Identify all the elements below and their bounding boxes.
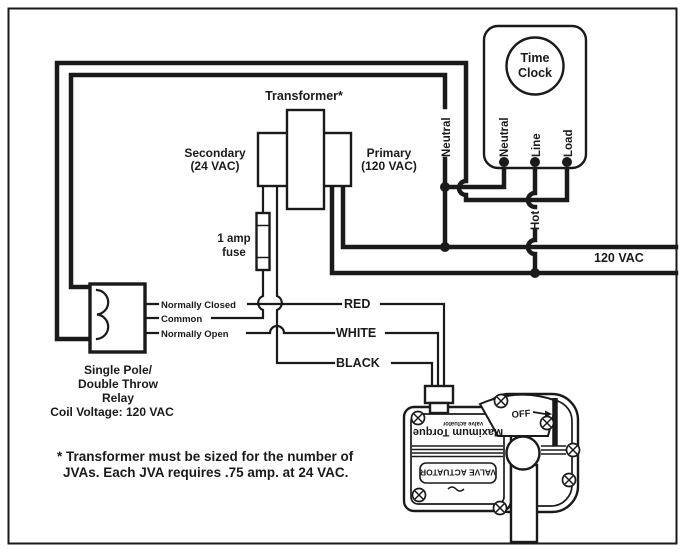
time-clock [482,24,588,170]
fuse-label-line2: fuse [222,247,246,259]
relay-coil-symbol [95,288,110,341]
wire-neutral-to-relay-coil [68,72,448,290]
relay-caption-line3: Relay [102,391,134,405]
terminal-neutral-dot [499,157,509,167]
secondary-label-line1: Secondary [184,146,246,160]
fuse-body [255,211,271,272]
actuator-off-label: OFF [511,408,531,421]
actuator-connector [423,384,455,405]
screw-icon [565,442,581,458]
terminal-line-dot [530,157,540,167]
fuse-caps [256,224,270,259]
time-clock-face [505,36,565,96]
valve-pipe [509,463,539,544]
screw-icon [561,472,577,488]
wire-neutral-branch-to-clock [442,159,507,190]
terminal-load-dot [562,157,572,167]
transformer-label: Transformer* [265,89,343,103]
transformer-core-box [285,108,326,211]
relay-common-label: Common [161,314,202,325]
actuator-plate [410,413,505,505]
actuator-screws [410,393,581,516]
actuator-name-plate [419,462,497,484]
relay-nc-label: Normally Closed [161,300,236,311]
neutral-wire-label: Neutral [441,117,453,157]
supply-voltage-label: 120 VAC [594,251,644,265]
labels: Transformer* Secondary (24 VAC) Primary … [50,51,644,484]
secondary-label-line2: (24 VAC) [190,159,239,173]
diagram-frame [7,7,678,545]
wire-supply-hot [329,183,679,276]
black-wire-label: BLACK [336,356,380,370]
relay [88,282,147,354]
relay-caption-line1: Single Pole/ [84,363,153,377]
actuator-small-label: valve actuator [442,420,483,426]
fuse [255,211,271,272]
time-clock-face-line2: Clock [518,66,552,80]
transformer [256,108,353,211]
red-wire-label: RED [344,297,370,311]
junction-dot [440,242,450,252]
relay-caption-line2: Double Throw [78,377,159,391]
footnote-line2: JVAs. Each JVA requires .75 amp. at 24 V… [63,465,348,480]
footnote-line1: * Transformer must be sized for the numb… [57,449,354,464]
actuator-shaft-knob [505,435,541,471]
screw-icon [493,393,509,409]
relay-caption-line4: Coil Voltage: 120 VAC [50,405,174,419]
actuator-model-label: Maximum Torque [413,426,503,438]
screw-icon [410,410,426,426]
relay-box [88,282,147,354]
wire-supply-neutral [340,183,679,250]
actuator-name-label: VALVE ACTUATOR [420,468,496,478]
wire-no-to-white [143,324,440,388]
actuator-seam-lines [412,445,503,458]
screw-icon [411,487,427,503]
power-wiring [54,60,679,342]
wire-nc-to-red [143,302,446,388]
white-wire-label: WHITE [336,326,376,340]
off-arrow-line [532,411,546,415]
relay-no-label: Normally Open [161,329,229,340]
terminal-line-label: Line [531,133,543,157]
low-voltage-wiring [143,184,446,388]
terminal-neutral-label: Neutral [499,117,511,157]
actuator-connector-neck [428,401,450,415]
time-clock-face-line1: Time [521,51,550,65]
hot-wire-label: Hot [530,211,542,230]
screw-icon [492,500,508,516]
valve-actuator [402,384,581,544]
terminal-load-label: Load [563,130,575,157]
junction-dot [530,268,540,278]
junction-dot [440,182,450,192]
primary-label-line1: Primary [367,146,412,160]
brand-squiggle [447,486,465,492]
primary-label-line2: (120 VAC) [361,159,417,173]
screw-icon [539,415,555,431]
fuse-label-line1: 1 amp [217,233,250,245]
